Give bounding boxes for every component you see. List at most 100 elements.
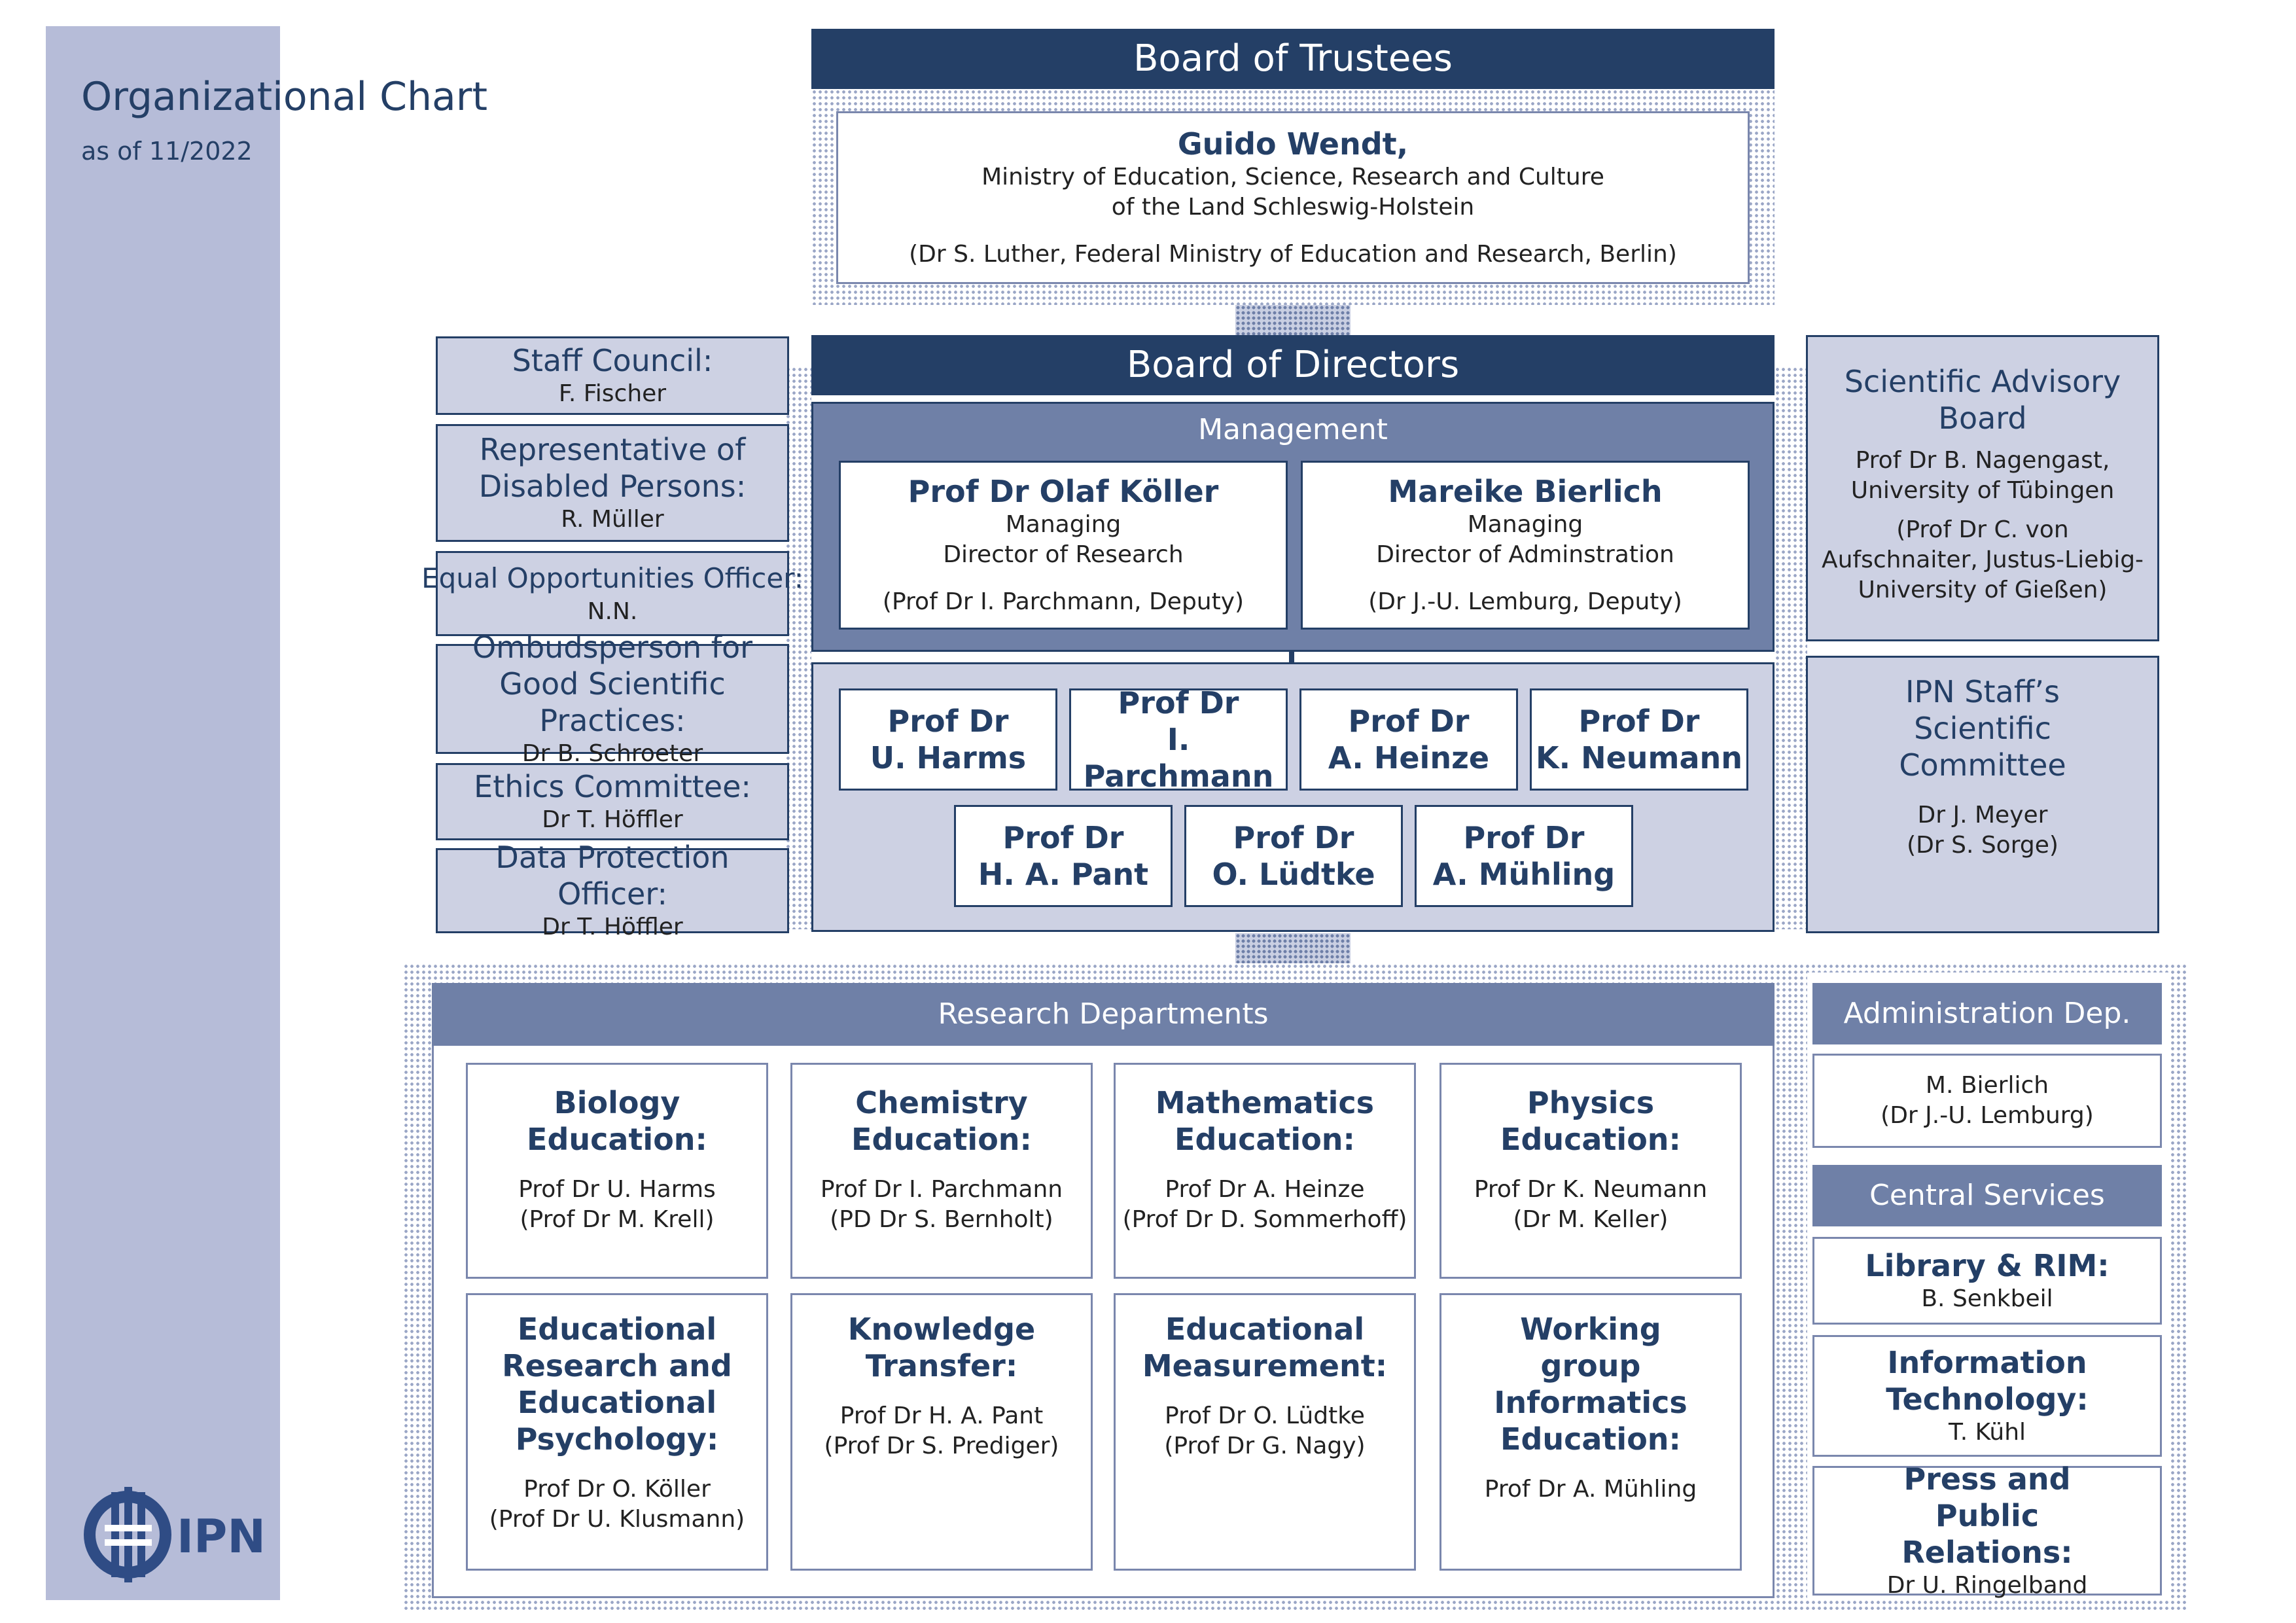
manager-role: Director of Research (943, 541, 1184, 568)
advisory-chair: Prof Dr B. Nagengast, (1855, 447, 2110, 474)
department-name: Biology Education: (527, 1085, 707, 1157)
central-unit-name: Library & RIM: (1865, 1248, 2110, 1283)
left-panel-title: Ethics Committee: (474, 769, 751, 804)
page-title: Organizational Chart (81, 74, 487, 120)
central-services-header: Central Services (1812, 1165, 2162, 1226)
manager-deputy: (Dr J.-U. Lemburg, Deputy) (1368, 588, 1682, 615)
manager-card: Mareike Bierlich Managing Director of Ad… (1301, 461, 1750, 630)
equal-opportunities-box: Equal Opportunities Officer: N.N. (421, 551, 804, 636)
left-panel-title: Staff Council: (512, 343, 713, 378)
director-member-title: Prof Dr (1578, 704, 1700, 739)
director-member-card: Prof Dr O. Lüdtke (1184, 805, 1403, 907)
central-services-title: Central Services (1869, 1179, 2105, 1212)
management-label: Management (811, 410, 1775, 450)
trustees-deputy: (Dr S. Luther, Federal Ministry of Educa… (909, 241, 1677, 268)
director-member-title: Prof Dr (1348, 704, 1470, 739)
ombudsperson-box: Ombudsperson for Good Scientific Practic… (436, 630, 789, 767)
trustees-line2: of the Land Schleswig-Holstein (1111, 194, 1475, 221)
management-title: Management (1198, 413, 1388, 446)
department-card: Physics Education: Prof Dr K. Neumann (D… (1439, 1063, 1742, 1279)
director-member-name: A. Heinze (1328, 740, 1490, 776)
central-unit-name: Information Technology: (1886, 1345, 2089, 1417)
director-member-name: I. Parchmann (1083, 722, 1274, 794)
director-member-card: Prof Dr H. A. Pant (954, 805, 1173, 907)
department-name: Educational Measurement: (1142, 1311, 1388, 1383)
department-deputy: (Prof Dr S. Prediger) (824, 1433, 1059, 1459)
left-panel-title: Equal Opportunities Officer: (421, 562, 804, 594)
left-panel-title: Data Protection Officer: (495, 840, 730, 912)
scientific-advisory-board-box: Scientific Advisory Board Prof Dr B. Nag… (1806, 335, 2159, 641)
staff-council-box: Staff Council: F. Fischer (436, 336, 789, 415)
trustees-header: Board of Trustees (811, 29, 1775, 89)
director-member-name: U. Harms (870, 740, 1027, 776)
director-member-title: Prof Dr (1463, 820, 1585, 855)
staff-committee-chair: Dr J. Meyer (1917, 802, 2048, 829)
ipn-logo: IPN (79, 1486, 266, 1584)
department-head: Prof Dr O. Köller (523, 1476, 711, 1503)
manager-role: Managing (1467, 511, 1583, 538)
left-panel-person: R. Müller (561, 506, 664, 533)
department-card: Biology Education: Prof Dr U. Harms (Pro… (466, 1063, 768, 1279)
department-name: Working group Informatics Education: (1494, 1311, 1687, 1457)
left-panel-person: N.N. (587, 598, 638, 625)
connector-trustees-directors (1235, 305, 1351, 335)
director-member-card: Prof Dr K. Neumann (1530, 688, 1748, 791)
director-member-name: H. A. Pant (978, 857, 1149, 892)
department-name: Educational Research and Educational Psy… (502, 1311, 732, 1457)
department-card: Educational Research and Educational Psy… (466, 1293, 768, 1571)
directors-title: Board of Directors (1126, 344, 1460, 386)
central-unit-card: Information Technology: T. Kühl (1812, 1335, 2162, 1457)
trustees-line1: Ministry of Education, Science, Research… (981, 164, 1604, 190)
department-name: Mathematics Education: (1155, 1085, 1375, 1157)
director-member-card: Prof Dr A. Mühling (1415, 805, 1633, 907)
left-panel-person: Dr B. Schroeter (521, 740, 703, 767)
administration-title: Administration Dep. (1843, 997, 2131, 1030)
department-card: Mathematics Education: Prof Dr A. Heinze… (1114, 1063, 1416, 1279)
central-unit-person: T. Kühl (1948, 1419, 2026, 1446)
connector-management-members (1289, 652, 1294, 664)
advisory-title: Scientific Advisory Board (1844, 364, 2121, 436)
central-unit-card: Library & RIM: B. Senkbeil (1812, 1237, 2162, 1325)
trustees-chair: Guido Wendt, (1177, 126, 1409, 162)
left-panel-title: Representative of Disabled Persons: (478, 432, 747, 504)
central-unit-person: B. Senkbeil (1921, 1285, 2053, 1312)
central-unit-card: Press and Public Relations: Dr U. Ringel… (1812, 1461, 2162, 1599)
department-card: Chemistry Education: Prof Dr I. Parchman… (790, 1063, 1093, 1279)
data-protection-box: Data Protection Officer: Dr T. Höffler (436, 840, 789, 940)
department-deputy: (Dr M. Keller) (1513, 1206, 1669, 1233)
department-head: Prof Dr A. Heinze (1165, 1176, 1365, 1203)
ipn-logo-icon (84, 1487, 171, 1582)
department-deputy: (Prof Dr M. Krell) (520, 1206, 715, 1233)
advisory-affiliation: University of Tübingen (1850, 477, 2115, 504)
left-sidebar-band (46, 26, 280, 1600)
left-panels-connector (785, 366, 811, 929)
staff-committee-deputy: (Dr S. Sorge) (1907, 832, 2058, 859)
department-deputy: (Prof Dr G. Nagy) (1164, 1433, 1366, 1459)
staff-scientific-committee-box: IPN Staff’s Scientific Committee Dr J. M… (1806, 656, 2159, 933)
administration-box: M. Bierlich (Dr J.-U. Lemburg) (1812, 1054, 2162, 1148)
research-title: Research Departments (938, 997, 1269, 1031)
manager-deputy: (Prof Dr I. Parchmann, Deputy) (882, 588, 1245, 615)
connector-directors-research (1235, 933, 1351, 966)
manager-name: Mareike Bierlich (1388, 474, 1663, 509)
manager-name: Prof Dr Olaf Köller (908, 474, 1219, 509)
director-member-name: O. Lüdtke (1212, 857, 1375, 892)
director-member-name: A. Mühling (1432, 857, 1616, 892)
disabled-persons-representative-box: Representative of Disabled Persons: R. M… (436, 424, 789, 542)
right-panels-connector (1775, 366, 1807, 929)
manager-role: Managing (1005, 511, 1122, 538)
director-member-title: Prof Dr (1118, 685, 1239, 721)
advisory-deputy: (Prof Dr C. von Aufschnaiter, Justus-Lie… (1821, 516, 2144, 603)
trustees-box: Guido Wendt, Ministry of Education, Scie… (836, 111, 1750, 284)
left-panel-person: Dr T. Höffler (542, 806, 683, 833)
department-name: Chemistry Education: (851, 1085, 1032, 1157)
department-card: Knowledge Transfer: Prof Dr H. A. Pant (… (790, 1293, 1093, 1571)
central-unit-name: Press and Public Relations: (1901, 1461, 2073, 1570)
left-panel-person: Dr T. Höffler (542, 914, 683, 940)
department-name: Knowledge Transfer: (847, 1311, 1036, 1383)
department-deputy: (Prof Dr U. Klusmann) (489, 1506, 745, 1533)
director-member-title: Prof Dr (887, 704, 1009, 739)
directors-header: Board of Directors (811, 335, 1775, 395)
staff-committee-title: IPN Staff’s Scientific Committee (1899, 674, 2066, 783)
department-card: Educational Measurement: Prof Dr O. Lüdt… (1114, 1293, 1416, 1571)
